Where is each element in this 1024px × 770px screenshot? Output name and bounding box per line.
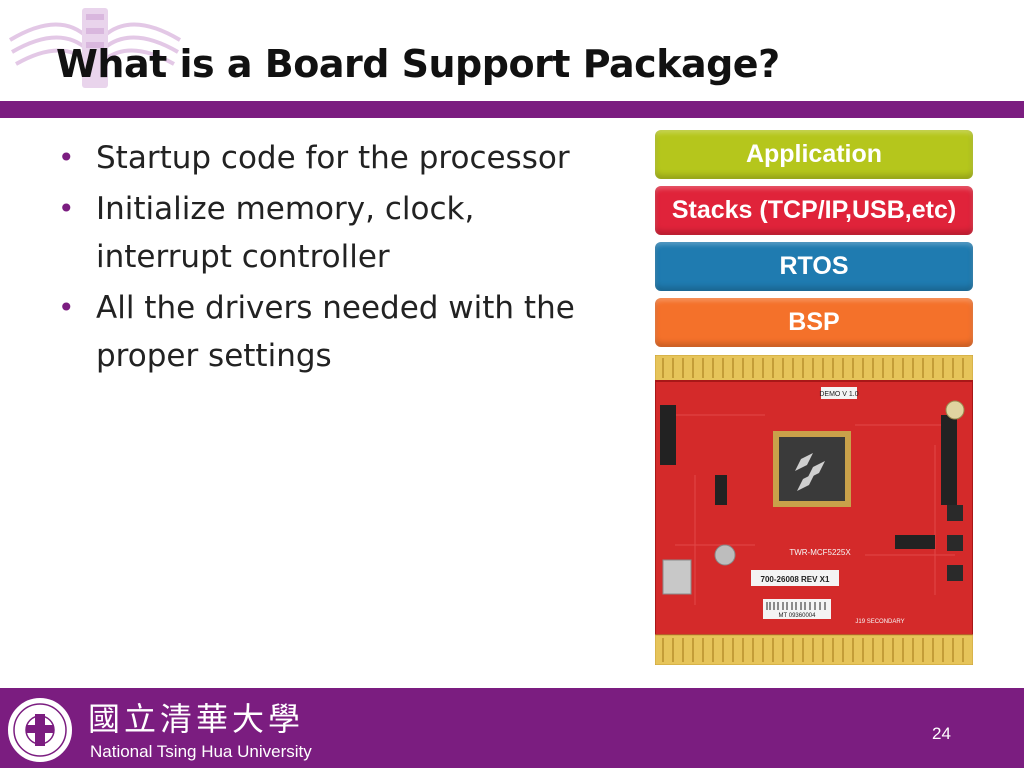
bullet-icon: • <box>58 192 75 225</box>
university-name-english: National Tsing Hua University <box>90 742 312 761</box>
development-board-image: DEMO V 1.0 TWR-MCF5225X 700-26008 REV X1… <box>654 354 974 666</box>
board-label: MT 09360004 <box>779 613 817 619</box>
bullet-icon: • <box>58 141 75 174</box>
stack-layer-application: Application <box>655 130 973 179</box>
university-name-chinese: 國立清華大學 <box>88 700 305 738</box>
stack-layer-label: Stacks (TCP/IP,USB,etc) <box>671 196 957 224</box>
stack-layer-bsp: BSP <box>655 298 973 347</box>
page-number: 24 <box>932 724 951 743</box>
stack-layer-rtos: RTOS <box>655 242 973 291</box>
bullet-item: • Initialize memory, clock, interrupt co… <box>58 185 618 281</box>
board-label: TWR-MCF5225X <box>789 548 851 557</box>
stack-layer-label: BSP <box>788 308 840 336</box>
software-stack-diagram: Application Stacks (TCP/IP,USB,etc) RTOS… <box>655 130 973 354</box>
bullet-text: Startup code for the processor <box>96 140 570 176</box>
freescale-logo-icon <box>795 453 825 491</box>
board-label: J19 SECONDARY <box>855 619 904 625</box>
stack-layer-label: Application <box>745 140 883 168</box>
nthu-seal-icon <box>4 694 76 766</box>
stack-layer-label: RTOS <box>779 252 849 280</box>
title-divider <box>0 101 1024 118</box>
bullet-text: All the drivers needed with the proper s… <box>96 290 575 374</box>
bullet-item: • Startup code for the processor <box>58 134 618 182</box>
bullet-icon: • <box>58 291 75 324</box>
board-drawing: DEMO V 1.0 TWR-MCF5225X 700-26008 REV X1… <box>654 354 974 666</box>
bullet-text: Initialize memory, clock, interrupt cont… <box>96 191 475 275</box>
board-label: 700-26008 REV X1 <box>761 575 830 584</box>
nthu-emblem-icon <box>0 0 190 95</box>
footer-bar <box>0 688 1024 768</box>
board-label: DEMO V 1.0 <box>819 391 858 398</box>
bullet-list: • Startup code for the processor • Initi… <box>58 134 618 383</box>
bullet-item: • All the drivers needed with the proper… <box>58 284 618 380</box>
stack-layer-stacks: Stacks (TCP/IP,USB,etc) <box>655 186 973 235</box>
slide-title: What is a Board Support Package? <box>56 42 780 86</box>
